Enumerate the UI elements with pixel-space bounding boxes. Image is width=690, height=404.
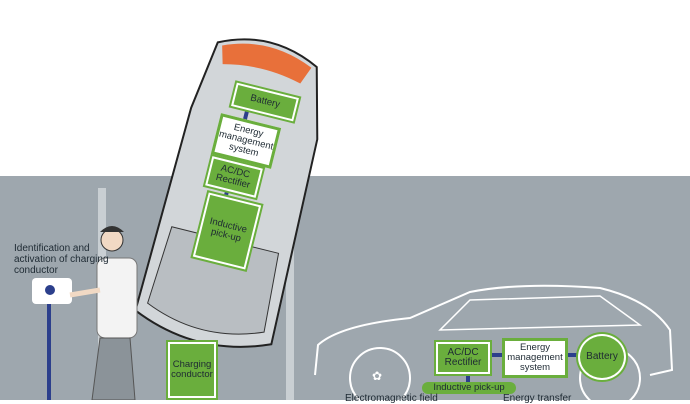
charging-post-button — [45, 285, 55, 295]
wheel-hub-icon: ✿ — [372, 369, 382, 383]
em-field-label: Electromagnetic field — [345, 393, 438, 404]
charging-post-pole — [47, 290, 51, 400]
energy-transfer-label: Energy transfer — [503, 393, 572, 404]
station-label: Identification and activation of chargin… — [14, 243, 109, 276]
car-side-view — [314, 284, 674, 400]
charging-conductor: Charging conductor — [168, 342, 216, 398]
person-figure — [69, 226, 138, 400]
side-rectifier: AC/DC Rectifier — [436, 342, 490, 374]
side-energy-management: Energy management system — [502, 338, 568, 378]
parking-line-right — [286, 190, 294, 400]
side-inductive-pickup: Inductive pick-up — [422, 382, 516, 394]
side-battery: Battery — [578, 334, 626, 380]
